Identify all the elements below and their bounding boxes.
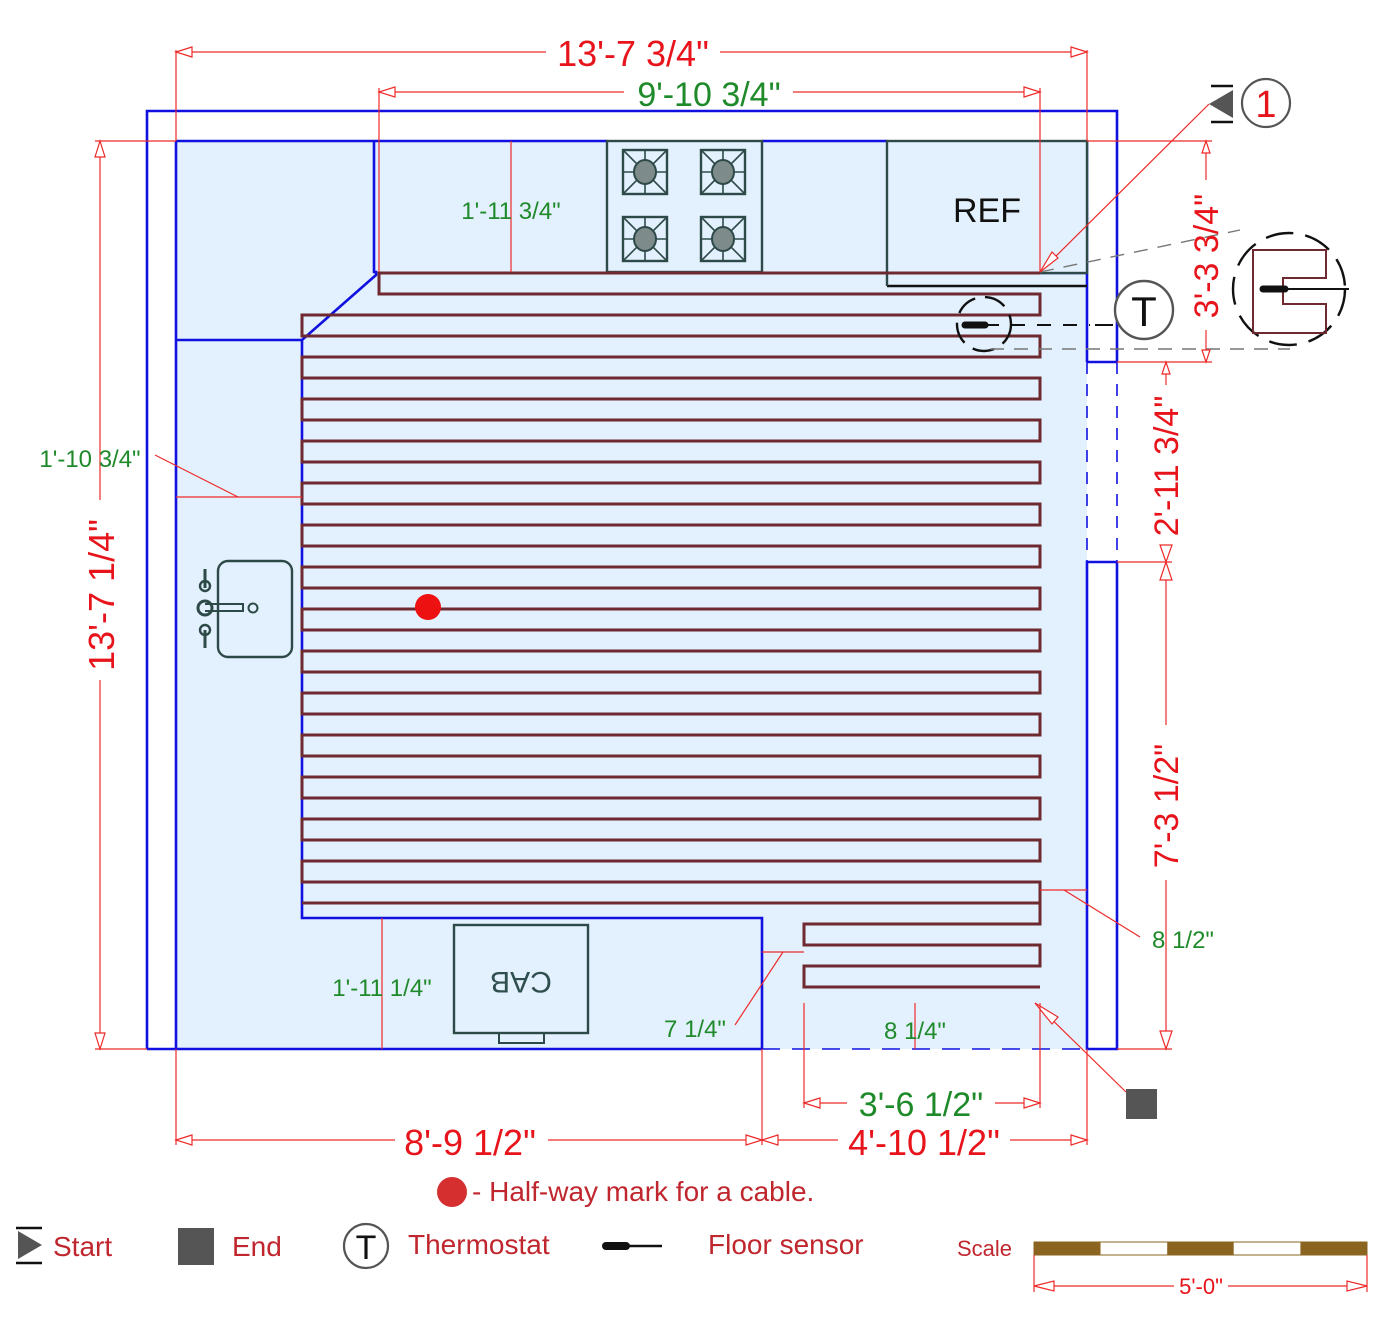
dim-top-counter-depth: 1'-11 3/4" (461, 198, 560, 225)
dimensions: 13'-7 3/4" 9'-10 3/4" 13'-7 1/4" 1'-11 3… (39, 33, 1226, 1163)
refrigerator: REF (885, 139, 1089, 288)
heating-cable (300, 271, 1042, 989)
scale-segment (1034, 1242, 1101, 1255)
dim-bottom-right: 4'-10 1/2" (848, 1122, 1000, 1163)
burner-icon (699, 148, 747, 196)
dim-bottom-counter-depth: 1'-11 1/4" (332, 975, 431, 1002)
floor-sensor-location (955, 229, 1290, 353)
scale-segment (1167, 1242, 1234, 1255)
dim-upper-cable-width: 9'-10 3/4" (637, 76, 780, 114)
halfway-legend-label: - Half-way mark for a cable. (472, 1176, 814, 1207)
burner-icon (699, 215, 747, 263)
thermostat-icon (1113, 279, 1175, 341)
burner-icon (621, 148, 669, 196)
legend-item-end: End (178, 1228, 282, 1265)
scale-segments (1034, 1242, 1367, 1255)
start-marker: 1 (1039, 77, 1292, 273)
floor-area (176, 141, 1087, 1049)
cable-lower-run (802, 903, 1042, 989)
dim-overall-width: 13'-7 3/4" (557, 33, 709, 74)
start-marker-icon (1209, 90, 1233, 118)
cabinet-label: CAB (490, 965, 552, 998)
legend-label-start: Start (53, 1231, 112, 1262)
thermostat-icon (342, 1222, 390, 1270)
dim-right-door: 2'-11 3/4" (1148, 396, 1186, 537)
sensor-detail-callout (1231, 231, 1349, 347)
dim-overall-height: 13'-7 1/4" (81, 519, 122, 671)
scale-segment (1233, 1242, 1301, 1255)
legend-item-floor-sensor: Floor sensor (602, 1229, 864, 1260)
cabinet: CAB (452, 923, 590, 1044)
halfway-mark-icon (415, 594, 441, 620)
thermostat-symbol: T (1131, 288, 1157, 335)
thermostat-symbol: T (356, 1229, 377, 1267)
dim-bottom-left: 8'-9 1/2" (404, 1122, 536, 1163)
dim-right-lower: 7'-3 1/2" (1148, 744, 1186, 868)
legend-label-end: End (232, 1231, 282, 1262)
scale-bar: Scale 5'-0" (957, 1236, 1368, 1299)
dim-counter-offset: 7 1/4" (664, 1016, 726, 1043)
refrigerator-label: REF (953, 192, 1021, 230)
dim-bottom-offset: 8 1/4" (884, 1018, 946, 1045)
legend: - Half-way mark for a cable. Start End T… (16, 1176, 1368, 1299)
cooktop (605, 139, 764, 274)
start-marker-number: 1 (1255, 84, 1276, 126)
end-marker-icon (1126, 1089, 1157, 1119)
dim-right-offset: 8 1/2" (1152, 927, 1214, 954)
burner-icon (621, 215, 669, 263)
legend-item-start: Start (16, 1226, 112, 1265)
dim-left-counter-depth: 1'-10 3/4" (39, 446, 140, 473)
scale-label: Scale (957, 1236, 1012, 1261)
legend-label-thermostat: Thermostat (408, 1229, 550, 1260)
sink (196, 559, 294, 659)
halfway-legend-icon (437, 1177, 467, 1207)
legend-label-floor-sensor: Floor sensor (708, 1229, 864, 1260)
scale-length: 5'-0" (1179, 1274, 1223, 1299)
cable-main-run (300, 271, 1042, 905)
scale-segment (1300, 1242, 1367, 1255)
end-marker-icon (178, 1228, 214, 1265)
dim-lower-cable-width: 3'-6 1/2" (859, 1086, 983, 1124)
end-marker (1034, 1002, 1157, 1119)
legend-item-thermostat: T Thermostat (342, 1222, 550, 1270)
thermostat: T (1113, 279, 1175, 341)
dim-right-upper: 3'-3 3/4" (1188, 194, 1226, 318)
start-marker-icon (18, 1231, 42, 1259)
scale-segment (1100, 1242, 1168, 1255)
